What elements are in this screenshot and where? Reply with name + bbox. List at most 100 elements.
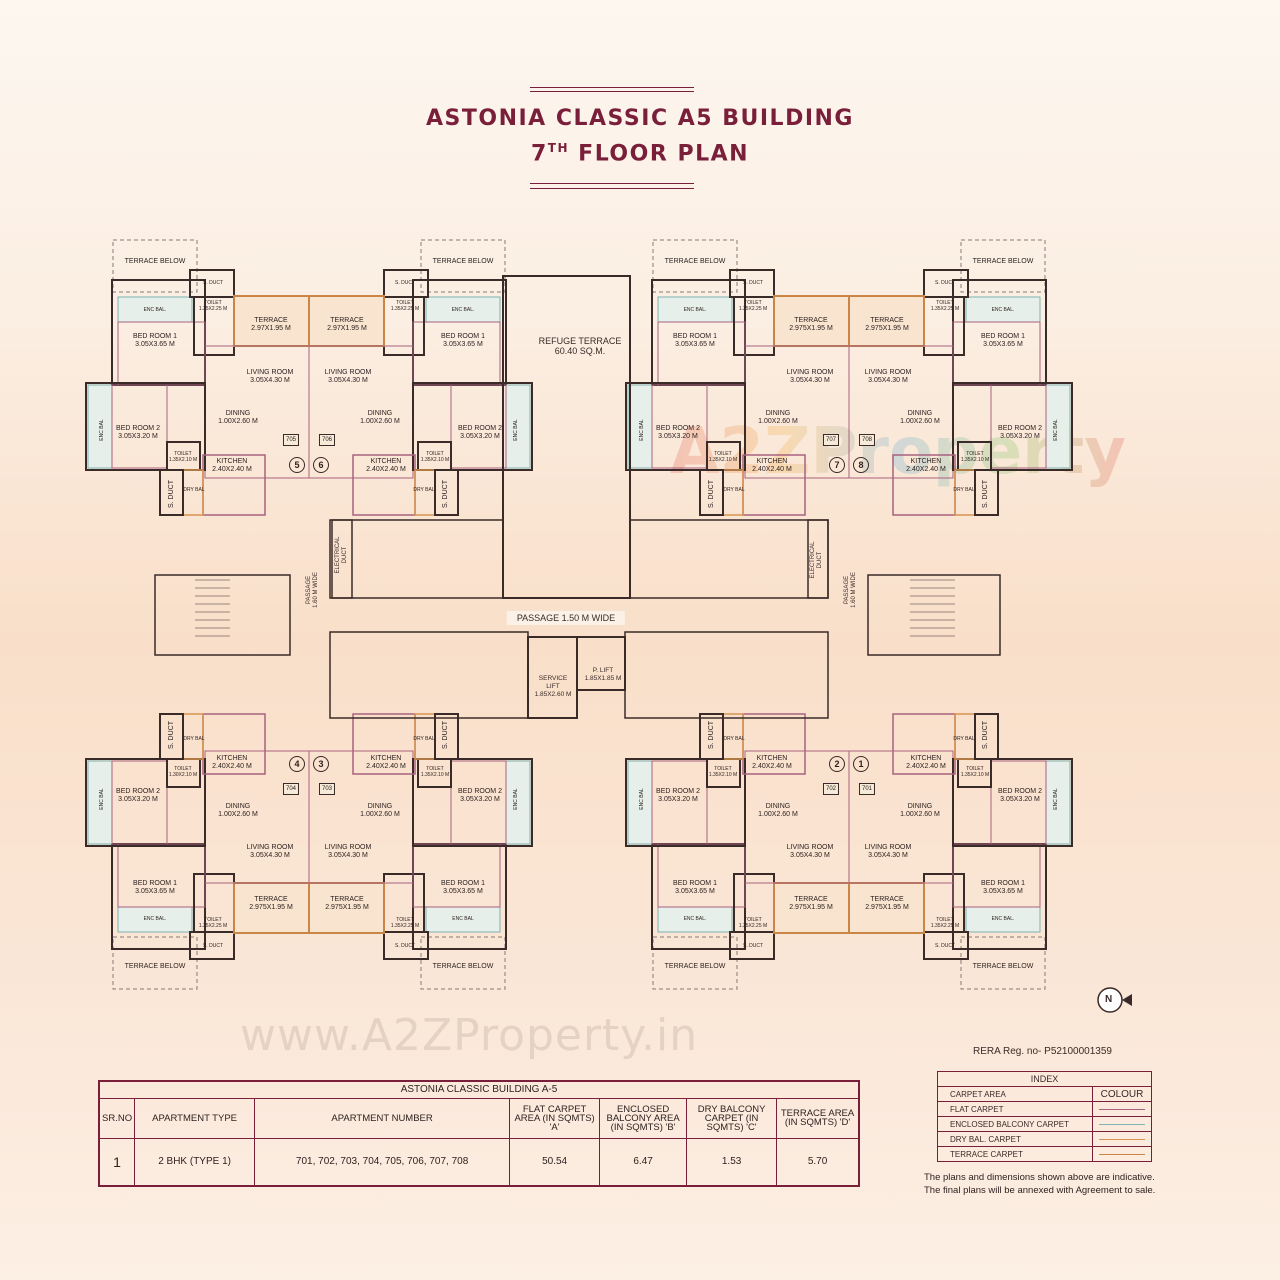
flat-entrance-door: 2 — [829, 756, 845, 772]
bedroom-2-carpet — [990, 760, 1047, 845]
index-label: DRY BAL. CARPET — [937, 1131, 1093, 1147]
electrical-duct-right — [807, 519, 829, 599]
cell-enclosed-balcony-area: 6.47 — [599, 1137, 688, 1187]
unit-number: 707 — [822, 434, 840, 446]
room-label-terrace-below: TERRACE BELOW — [124, 258, 186, 265]
terrace-outline — [848, 882, 925, 934]
room-label-s-duct-2: S. DUCT — [168, 480, 175, 508]
bedroom-1-carpet — [952, 843, 1041, 908]
north-label: N — [1105, 994, 1113, 1005]
north-arrow — [1097, 987, 1132, 1013]
bedroom-1-carpet — [412, 843, 501, 908]
dry-balcony-swatch — [1099, 1138, 1145, 1140]
flat-carpet-swatch — [1099, 1108, 1145, 1110]
flat-entrance-door: 6 — [313, 457, 329, 473]
room-label-s-duct-2: S. DUCT — [708, 721, 715, 749]
enc-balcony-2-outline — [87, 760, 113, 845]
watermark-url: www.A2ZProperty.in — [240, 1010, 699, 1061]
terrace-outline — [773, 295, 850, 347]
index-title: INDEX — [937, 1071, 1152, 1087]
enc-balcony-2-outline — [505, 760, 531, 845]
terrace-outline — [848, 295, 925, 347]
room-label-s-duct: S. DUCT — [203, 943, 223, 949]
room-label-terrace-below: TERRACE BELOW — [432, 963, 494, 970]
unit-number: 704 — [282, 783, 300, 795]
refuge-terrace — [502, 275, 631, 599]
room-label-enc-bal-1: ENC BAL. — [143, 916, 167, 922]
room-label-terrace-below: TERRACE BELOW — [432, 258, 494, 265]
index-col-area: CARPET AREA — [937, 1086, 1093, 1102]
room-label-s-duct-2: S. DUCT — [982, 480, 989, 508]
bedroom-1-wall — [952, 843, 1047, 950]
index-label: FLAT CARPET — [937, 1101, 1093, 1117]
lobby-bottom-right — [624, 631, 829, 719]
cell-sr-no: 1 — [98, 1137, 136, 1187]
table-title: ASTONIA CLASSIC BUILDING A-5 — [98, 1080, 860, 1099]
staircase-right — [867, 574, 1001, 656]
disclaimer-line-1: The plans and dimensions shown above are… — [924, 1172, 1155, 1183]
staircase-steps — [195, 579, 955, 637]
enc-balcony-outline — [117, 906, 193, 933]
shaft-duct-2-wall — [974, 713, 999, 760]
room-label-s-duct-2: S. DUCT — [982, 721, 989, 749]
table-row: 1 2 BHK (TYPE 1) 701, 702, 703, 704, 705… — [98, 1137, 860, 1187]
room-label-enc-bal-2: ENC BAL — [639, 788, 645, 810]
col-header: APARTMENT NUMBER — [254, 1097, 511, 1139]
room-label-dry-bal: DRY BAL — [413, 487, 435, 493]
index-label: ENCLOSED BALCONY CARPET — [937, 1116, 1093, 1132]
room-label-enc-bal-2: ENC BAL — [99, 419, 105, 441]
terrace-below-outline — [960, 936, 1046, 990]
room-label-enc-bal-1: ENC BAL. — [451, 307, 475, 313]
enc-balcony-2-outline — [1045, 760, 1071, 845]
bedroom-1-carpet — [117, 843, 206, 908]
col-header: TERRACE AREA (IN SQMTS) 'D' — [776, 1097, 860, 1139]
flat-walls — [85, 239, 1073, 990]
room-label-s-duct: S. DUCT — [395, 943, 415, 949]
terrace-below-outline — [112, 936, 198, 990]
room-label-dry-bal: DRY BAL — [953, 736, 975, 742]
cell-terrace-area: 5.70 — [776, 1137, 860, 1187]
passage-main-label: PASSAGE 1.50 M WIDE — [506, 611, 626, 625]
room-label-s-duct: S. DUCT — [203, 280, 223, 286]
room-label-terrace-below: TERRACE BELOW — [664, 258, 726, 265]
room-label-enc-bal-1: ENC BAL. — [991, 307, 1015, 313]
bedroom-2-carpet — [651, 384, 708, 469]
room-label-terrace-below: TERRACE BELOW — [972, 963, 1034, 970]
bedroom-1-wall — [651, 843, 746, 950]
bedroom-2-carpet — [111, 384, 168, 469]
shaft-duct-2-wall — [699, 469, 724, 516]
title-rule — [530, 188, 694, 189]
bedroom-2-wall — [952, 758, 1073, 847]
room-label-s-duct-2: S. DUCT — [442, 480, 449, 508]
lobby-bottom-left — [329, 631, 529, 719]
